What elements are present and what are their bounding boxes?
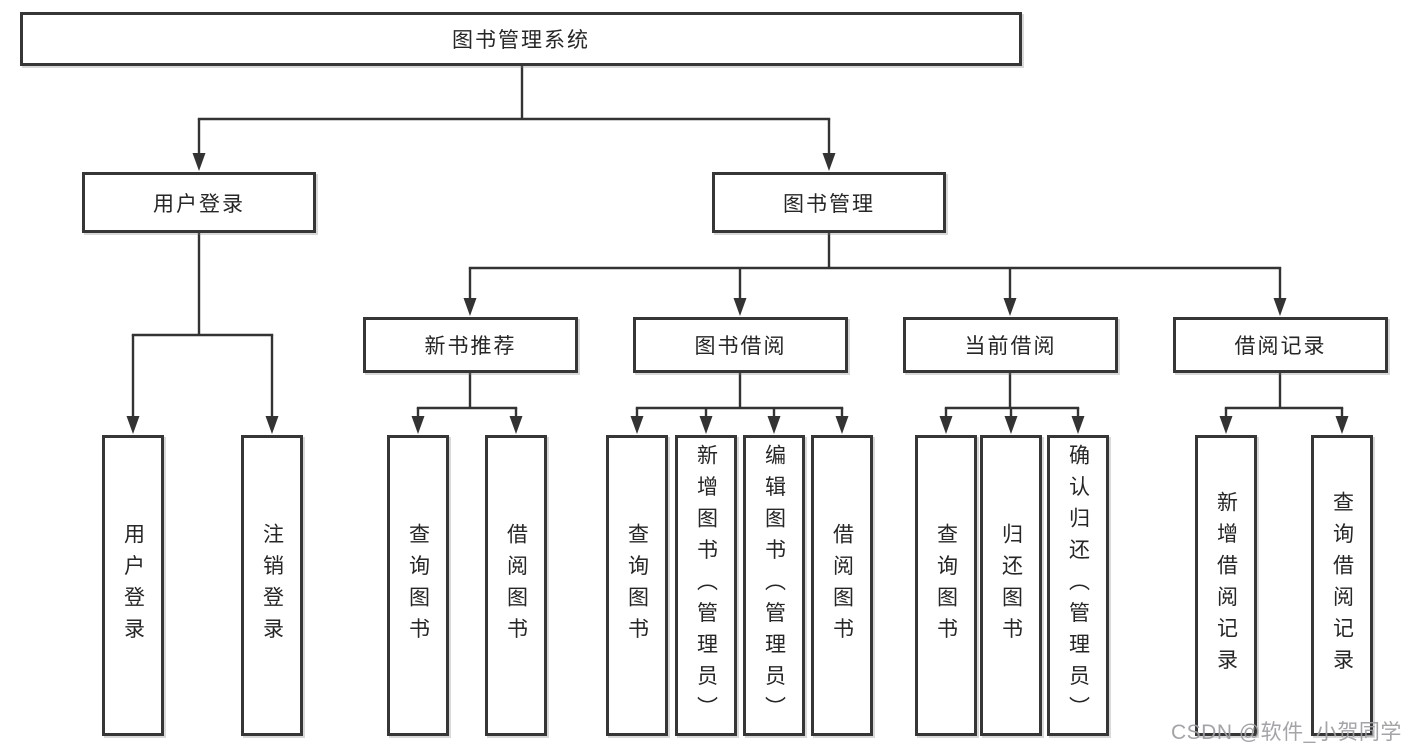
leaf-cb-return-books: 归还图书 [980, 435, 1042, 736]
leaf-br-add-record: 新增借阅记录 [1195, 435, 1257, 736]
leaf-bb-add-books-admin: 新增图书（管理员） [675, 435, 737, 736]
leaf-cb-confirm-return-admin: 确认归还（管理员） [1047, 435, 1109, 736]
node-borrowing-records: 借阅记录 [1173, 317, 1388, 373]
node-book-management: 图书管理 [712, 172, 946, 233]
leaf-br-query-record: 查询借阅记录 [1311, 435, 1373, 736]
leaf-bb-query-books: 查询图书 [606, 435, 668, 736]
leaf-bb-borrow-books: 借阅图书 [811, 435, 873, 736]
node-current-borrowing: 当前借阅 [903, 317, 1118, 373]
leaf-user-login: 用户登录 [102, 435, 164, 736]
node-user-login: 用户登录 [82, 172, 316, 233]
leaf-nbr-borrow-books: 借阅图书 [485, 435, 547, 736]
leaf-bb-edit-books-admin: 编辑图书（管理员） [743, 435, 805, 736]
node-root: 图书管理系统 [20, 12, 1022, 66]
leaf-nbr-query-books: 查询图书 [387, 435, 449, 736]
leaf-logout: 注销登录 [241, 435, 303, 736]
leaf-cb-query-books: 查询图书 [915, 435, 977, 736]
node-new-book-recommendation: 新书推荐 [363, 317, 578, 373]
watermark: CSDN @软件_小贺同学 [1171, 721, 1402, 744]
node-book-borrowing: 图书借阅 [633, 317, 848, 373]
